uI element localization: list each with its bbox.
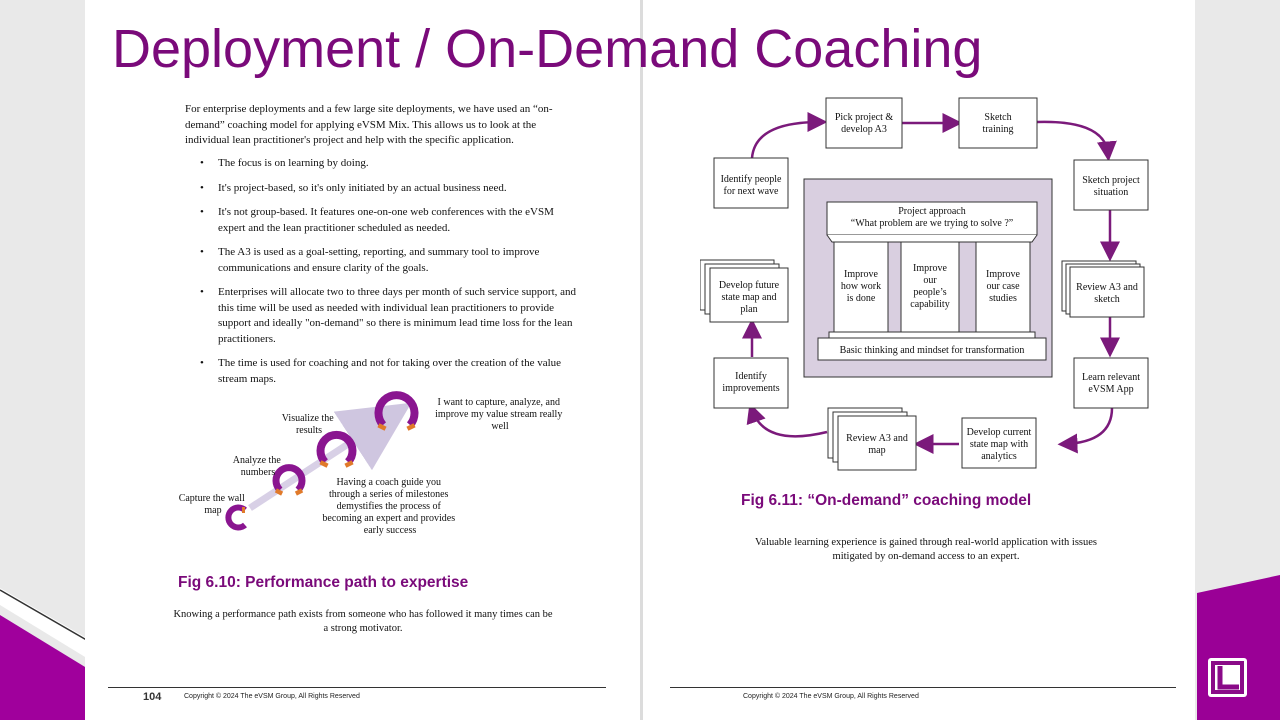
bullet-item: The focus is on learning by doing. (198, 156, 576, 172)
box-sketch-situation (1073, 159, 1149, 211)
text-pick: Pick project &develop A3 (835, 112, 894, 135)
bullet-item: Enterprises will allocate two to three d… (198, 285, 576, 347)
box-pick-project (825, 97, 903, 149)
box-learn-app (1073, 357, 1149, 409)
label-goal: I want to capture, analyze, and improve … (435, 397, 565, 432)
temple-figure (803, 178, 1053, 378)
book-gutter (640, 0, 643, 720)
page-number: 104 (143, 691, 162, 703)
right-slide-decoration (1197, 575, 1280, 720)
label-capture: Capture the wall map (179, 493, 248, 516)
bullet-item: It's not group-based. It features one-on… (198, 205, 576, 236)
figure-description-left: Knowing a performance path exists from s… (173, 609, 553, 634)
magnet-icon (225, 504, 247, 531)
left-slide-decoration (0, 588, 90, 720)
box-review-sketch (1069, 266, 1145, 318)
performance-path-figure: Capture the wall map Analyze the numbers… (179, 391, 565, 536)
figure-caption-left: Fig 6.10: Performance path to expertise (178, 574, 469, 591)
path-arrow (248, 402, 412, 511)
label-analyze: Analyze the numbers (233, 455, 284, 478)
box-identify-improvements (713, 357, 789, 409)
label-coach: Having a coach guide you through a serie… (322, 477, 457, 536)
logo-icon (1208, 658, 1247, 697)
magnet-icon (374, 391, 419, 431)
box-develop-current (961, 417, 1037, 469)
bullet-list: The focus is on learning by doing. It's … (198, 156, 576, 396)
box-sketch-training (958, 97, 1038, 149)
box-identify-people (713, 157, 789, 209)
cycle-arrows (742, 112, 1120, 454)
box-review-map (837, 415, 917, 471)
magnet-icon (316, 430, 357, 468)
text-temple-base: Basic thinking and mindset for transform… (840, 345, 1025, 356)
intro-paragraph: For enterprise deployments and a few lar… (185, 103, 553, 146)
copyright-left: Copyright © 2024 The eVSM Group, All Rig… (184, 693, 360, 700)
bullet-item: It's project-based, so it's only initiat… (198, 181, 576, 197)
footer-left: Copyright © 2024 The eVSM Group, All Rig… (108, 687, 606, 704)
box-develop-future (709, 267, 789, 323)
bullet-item: The A3 is used as a goal-setting, report… (198, 245, 576, 276)
copyright-right: Copyright © 2024 The eVSM Group, All Rig… (743, 693, 919, 700)
footer-right: Copyright © 2024 The eVSM Group, All Rig… (670, 687, 1176, 704)
text-temple-roof: Project approach“What problem are we try… (851, 206, 1013, 229)
magnet-icon (272, 464, 306, 496)
figure-caption-right: Fig 6.11: “On-demand” coaching model (741, 492, 1032, 509)
figure-description-right: Valuable learning experience is gained t… (754, 537, 1097, 562)
slide-title: Deployment / On-Demand Coaching (112, 19, 983, 79)
label-visualize: Visualize the results (282, 413, 336, 436)
bullet-item: The time is used for coaching and not fo… (198, 356, 576, 387)
